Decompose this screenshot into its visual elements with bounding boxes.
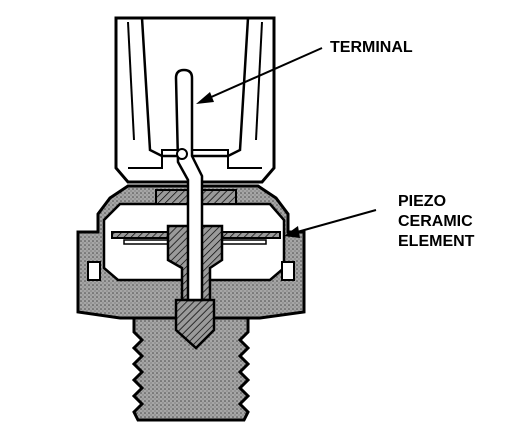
seal-left [87,261,101,281]
terminal-pin [174,68,204,302]
element-leader-arrow [284,226,300,238]
seal-right [281,261,295,281]
terminal-leader-line [199,47,323,103]
element-label-line3: ELEMENT [398,233,475,250]
connector-cavity [140,17,250,158]
connector-rib-right [255,21,263,141]
center-screw [174,298,216,350]
terminal-label: TERMINAL [330,39,413,56]
connector-housing [114,16,276,184]
element-leader-line [289,209,377,235]
terminal-hole [176,148,188,160]
terminal-leader-arrow [196,92,214,104]
connector-base [128,149,262,169]
connector-rib-left [127,21,135,141]
element-label-line2: CERAMIC [398,213,473,230]
element-label-line1: PIEZO [398,193,446,210]
threaded-stud [131,316,251,422]
